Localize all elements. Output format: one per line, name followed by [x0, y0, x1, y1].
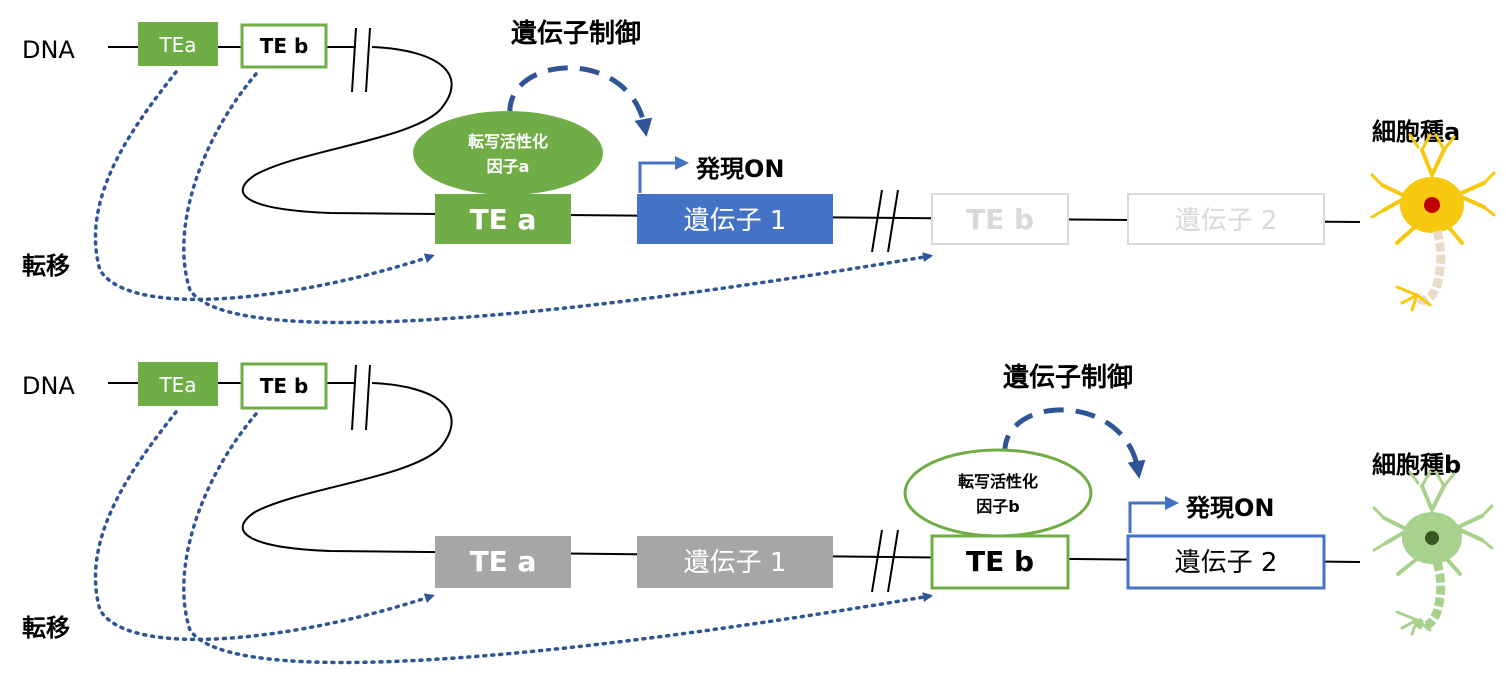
activator-factor-a — [413, 111, 603, 195]
dna-strand-loop — [241, 382, 1361, 563]
break-mark-mid — [871, 529, 899, 593]
te-b-box-faded — [931, 193, 1069, 245]
break-mark-top — [351, 364, 371, 431]
te-b-box-faded-label: TE b — [966, 203, 1034, 236]
te-a-box-inactive-label: TE a — [470, 545, 537, 578]
gene1-box-inactive-label: 遺伝子 1 — [684, 548, 787, 578]
break-mark-mid — [871, 189, 899, 253]
gene-control-arrow — [507, 65, 653, 137]
dna-strand-loop — [241, 46, 1361, 223]
te-a-small-label: TEa — [158, 33, 196, 57]
dna-label: DNA — [22, 372, 75, 400]
transposition-arrow-te-b — [182, 72, 933, 325]
transposition-arrow-te-a — [93, 70, 435, 302]
transposition-label: 転移 — [22, 614, 70, 642]
expression-arrow — [1128, 496, 1179, 533]
factor-label-line1: 転写活性化 — [468, 132, 548, 151]
gene1-box — [637, 194, 833, 244]
gene2-box-faded — [1127, 193, 1325, 245]
factor-label-line1: 転写活性化 — [958, 472, 1038, 491]
gene2-box-faded-label: 遺伝子 2 — [1175, 206, 1278, 236]
transposition-arrow-te-a — [93, 410, 435, 642]
gene-control-label: 遺伝子制御 — [1003, 362, 1133, 393]
gene1-box-inactive — [637, 536, 833, 588]
break-mark-top — [351, 27, 371, 93]
te-b-box-label: TE b — [966, 545, 1034, 578]
neuron-yellow-icon — [1370, 133, 1496, 312]
te-a-small-label: TEa — [158, 373, 196, 397]
transposition-arrow-te-b — [182, 412, 933, 665]
activator-factor-b — [903, 448, 1093, 538]
expression-label: 発現ON — [1185, 494, 1275, 522]
gene2-box-label: 遺伝子 2 — [1175, 548, 1278, 578]
panel-a: DNA TEa TE b 遺伝子制御 転写活性化 因子a 発現ON TE a 遺… — [22, 18, 1496, 325]
te-a-box-label: TE a — [470, 203, 537, 236]
expression-arrow — [638, 156, 689, 193]
transposition-label: 転移 — [22, 252, 70, 280]
neuron-green-icon — [1372, 470, 1494, 636]
gene2-box — [1126, 534, 1326, 590]
dna-label: DNA — [22, 36, 75, 64]
panel-b: DNA TEa TE b 遺伝子制御 転写活性化 因子b 発現ON TE a 遺… — [22, 362, 1494, 665]
te-a-box — [435, 194, 571, 244]
te-a-box-inactive — [435, 536, 571, 588]
te-b-box — [930, 534, 1070, 590]
gene1-box-label: 遺伝子 1 — [684, 206, 787, 236]
te-b-small-box — [240, 23, 328, 69]
cell-type-label: 細胞種b — [1372, 451, 1461, 479]
te-a-small-box — [138, 362, 218, 406]
expression-label: 発現ON — [695, 155, 785, 183]
factor-label-line2: 因子b — [976, 497, 1019, 516]
te-b-small-label: TE b — [260, 34, 309, 58]
factor-label-line2: 因子a — [487, 157, 530, 176]
gene-control-label: 遺伝子制御 — [511, 18, 641, 49]
te-b-small-box — [240, 362, 328, 410]
te-b-small-label: TE b — [260, 374, 309, 398]
te-a-small-box — [138, 22, 218, 66]
cell-type-label: 細胞種a — [1372, 118, 1460, 146]
